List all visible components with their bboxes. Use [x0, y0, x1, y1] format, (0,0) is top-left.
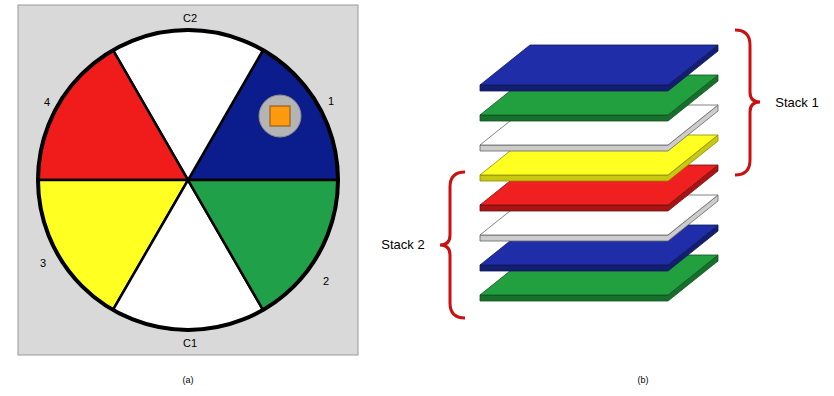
- callout-number: 1: [328, 95, 334, 107]
- curly-bracket: [440, 172, 465, 318]
- plate-stack: [480, 45, 718, 301]
- wheel-sector: [38, 50, 188, 180]
- curly-bracket: [735, 30, 760, 175]
- color-wheel: [38, 30, 338, 330]
- panel-caption: (b): [638, 376, 649, 386]
- position-label: C1: [183, 337, 197, 349]
- sample-square: [270, 106, 290, 126]
- sample-holder: [259, 95, 301, 137]
- callout-number: 4: [44, 96, 50, 108]
- plate: [480, 45, 718, 91]
- wheel-rim: [38, 30, 338, 330]
- stack-label: Stack 1: [775, 96, 818, 110]
- panel-background: [18, 5, 358, 355]
- stack-label: Stack 2: [381, 238, 424, 252]
- position-label: C2: [183, 12, 197, 24]
- callout-number: 3: [40, 257, 46, 269]
- callout-number: 2: [323, 275, 329, 287]
- panel-caption: (a): [183, 376, 194, 386]
- wheel-sector: [188, 180, 338, 310]
